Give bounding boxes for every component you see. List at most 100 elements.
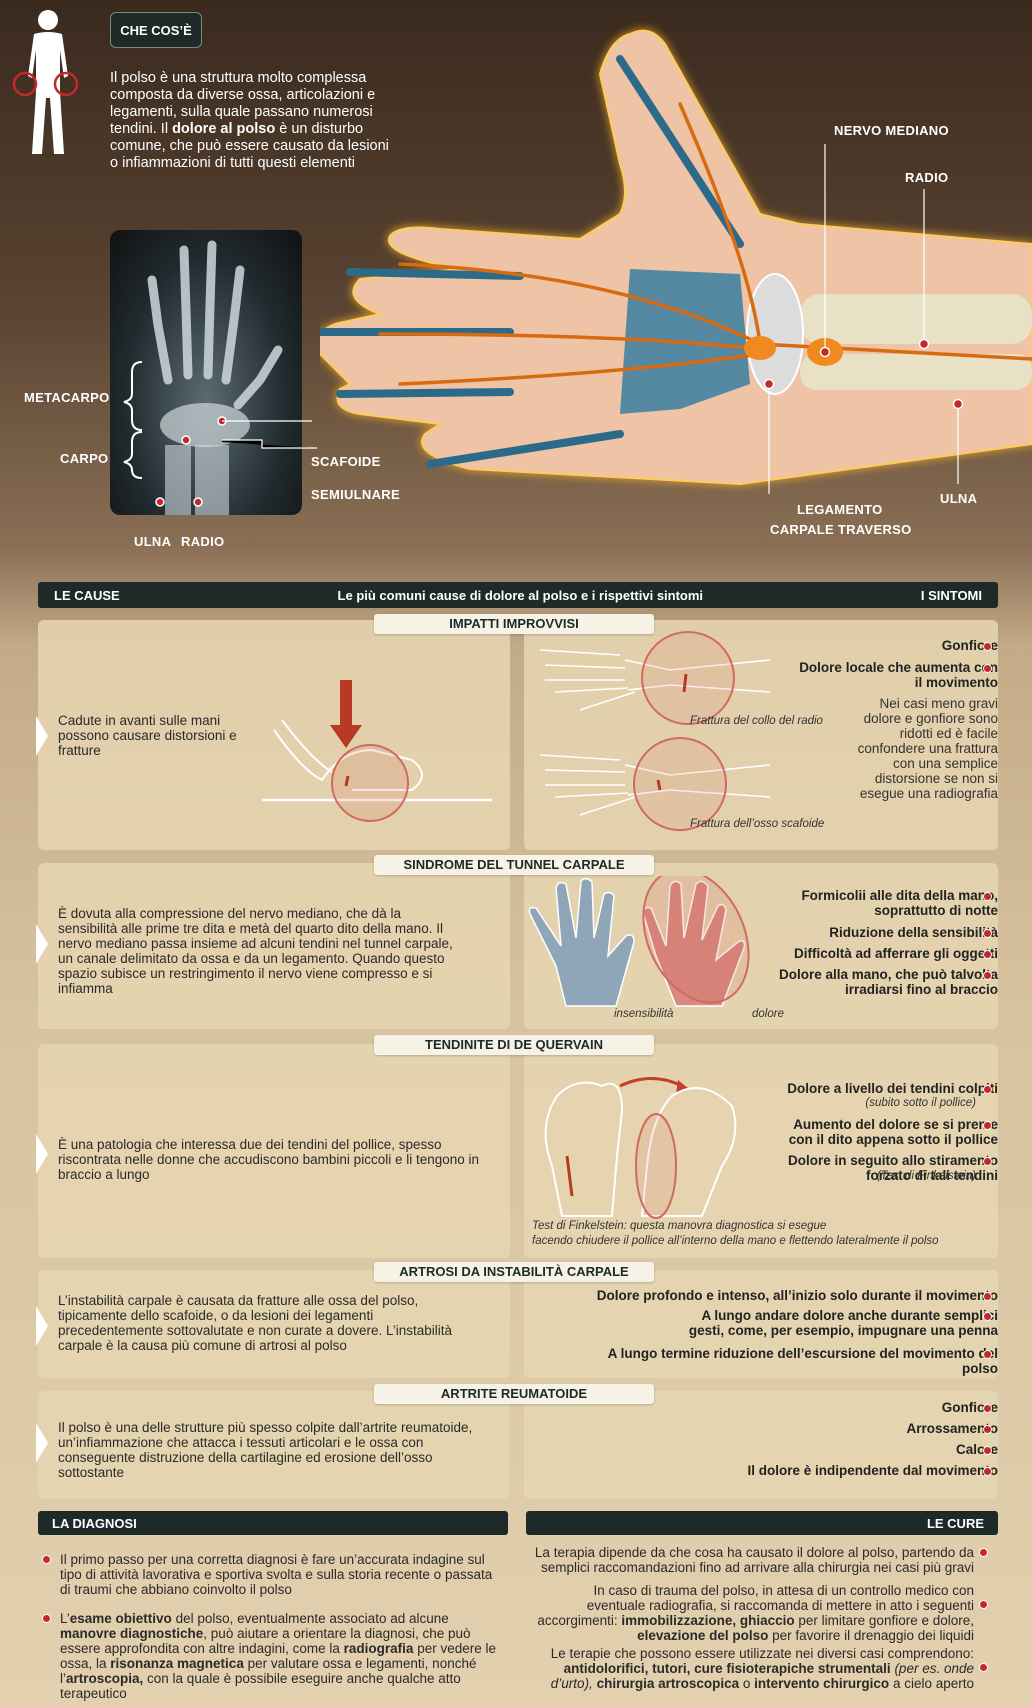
cause-panel-3 — [38, 1044, 510, 1258]
section-title-2: SINDROME DEL TUNNEL CARPALE — [374, 855, 654, 875]
diagnosi-paragraph-2: L’esame obiettivo del polso, eventualmen… — [60, 1611, 497, 1701]
section-title-3: TENDINITE DI DE QUERVAIN — [374, 1035, 654, 1055]
xray-leader-lines — [222, 420, 317, 449]
caption-finkelstein-2: facendo chiudere il pollice all’interno … — [532, 1235, 939, 1247]
bullet-icon — [983, 1121, 992, 1130]
bullet-icon — [979, 1663, 988, 1672]
symptom-panel-5 — [524, 1391, 998, 1499]
symptom-panel-3 — [524, 1044, 998, 1258]
cause-text-2: È dovuta alla compressione del nervo med… — [58, 906, 453, 996]
label-carpale-traverso: CARPALE TRAVERSO — [770, 522, 912, 537]
section-title-1: IMPATTI IMPROVVISI — [374, 614, 654, 634]
symptom-panel-4 — [524, 1270, 998, 1378]
caption-frattura-scafoide: Frattura dell’osso scafoide — [690, 818, 825, 830]
label-metacarpo: METACARPO — [24, 390, 110, 405]
cure-paragraph-1: La terapia dipende da che cosa ha causat… — [534, 1545, 974, 1575]
finkelstein-illustration — [544, 1077, 737, 1219]
symptom-3-3-sub: (Test di Finkelstein) — [876, 1170, 976, 1182]
hands-sensibility-illustration — [528, 876, 750, 1007]
symptom-5-1: Gonfiore — [941, 1400, 998, 1415]
symptom-2-4: Dolore alla mano, che può talvolta irrad… — [778, 967, 998, 997]
chevron-icon — [36, 1134, 48, 1174]
label-ulna-hand: ULNA — [940, 491, 978, 506]
bullet-icon — [983, 1404, 992, 1413]
cause-text-5: Il polso è una delle strutture più spess… — [58, 1420, 473, 1480]
bullet-icon — [983, 1467, 992, 1476]
label-radio-hand: RADIO — [905, 170, 949, 185]
bullet-icon — [983, 664, 992, 673]
label-ulna-xray: ULNA — [134, 534, 172, 549]
label-scafoide: SCAFOIDE — [311, 454, 381, 469]
symptom-2-2: Riduzione della sensibilità — [829, 925, 998, 940]
bullet-icon — [983, 1292, 992, 1301]
label-semiulnare: SEMIULNARE — [311, 487, 400, 502]
symptom-5-4: Il dolore è indipendente dal movimento — [747, 1463, 998, 1478]
symptom-3-3: Dolore in seguito allo stiramento forzat… — [787, 1153, 998, 1183]
label-carpo: CARPO — [60, 451, 109, 466]
cause-text-1: Cadute in avanti sulle mani possono caus… — [58, 713, 237, 758]
chevron-icon — [36, 924, 48, 964]
human-body-icon — [8, 6, 88, 156]
caption-dolore: dolore — [752, 1008, 784, 1020]
brace-icon — [123, 361, 143, 479]
label-radio-xray: RADIO — [181, 534, 225, 549]
bullet-icon — [983, 929, 992, 938]
bullet-icon — [983, 1312, 992, 1321]
symptom-3-2: Aumento del dolore se si preme con il di… — [788, 1117, 998, 1147]
bullet-icon — [983, 1446, 992, 1455]
intro-text: Il polso è una struttura molto complessa… — [110, 70, 389, 171]
bullet-icon — [979, 1600, 988, 1609]
bullet-icon — [983, 642, 992, 651]
label-nervo-mediano: NERVO MEDIANO — [834, 123, 949, 138]
symptom-panel-1 — [524, 620, 998, 850]
bullet-icon — [983, 1085, 992, 1094]
cure-header: LE CURE — [526, 1511, 998, 1535]
symptom-4-1: Dolore profondo e intenso, all’inizio so… — [596, 1288, 998, 1303]
bullet-icon — [983, 950, 992, 959]
bar-label-sintomi: I SINTOMI — [920, 587, 982, 603]
symptom-2-3: Difficoltà ad afferrare gli oggetti — [793, 946, 998, 961]
bullet-icon — [979, 1548, 988, 1557]
fall-illustration — [262, 680, 492, 822]
diagnosi-title: LA DIAGNOSI — [52, 1515, 137, 1531]
cause-panel-5 — [38, 1391, 510, 1499]
symptom-5-2: Arrossamento — [906, 1421, 998, 1436]
caption-finkelstein-1: Test di Finkelstein: questa manovra diag… — [532, 1220, 827, 1232]
causes-header-bar: LE CAUSE Le più comuni cause di dolore a… — [38, 582, 998, 608]
cure-paragraph-2: In caso di trauma del polso, in attesa d… — [537, 1583, 974, 1643]
symptom-5-3: Calore — [955, 1442, 998, 1457]
symptom-4-2: A lungo andare dolore anche durante semp… — [688, 1308, 998, 1338]
bar-label-middle: Le più comuni cause di dolore al polso e… — [337, 587, 704, 603]
bullet-icon — [983, 892, 992, 901]
cure-paragraph-3: Le terapie che possono essere utilizzate… — [550, 1646, 974, 1691]
fracture-illustration — [540, 631, 771, 831]
hand-anatomy-illustration — [311, 14, 1032, 514]
xray-image — [110, 230, 302, 515]
symptom-1-note: Nei casi meno gravi dolore e gonfiore so… — [857, 696, 998, 801]
chevron-icon — [36, 716, 48, 756]
cause-panel-4 — [38, 1270, 510, 1378]
section-title-5: ARTRITE REUMATOIDE — [374, 1384, 654, 1404]
bullet-icon — [983, 971, 992, 980]
diagnosi-header: LA DIAGNOSI — [38, 1511, 508, 1535]
caption-frattura-radio: Frattura del collo del radio — [690, 715, 823, 727]
bullet-icon — [42, 1614, 51, 1623]
cause-text-4: L’instabilità carpale è causata da fratt… — [58, 1293, 453, 1353]
bullet-icon — [983, 1157, 992, 1166]
cause-panel-2 — [38, 863, 510, 1029]
cause-text-3: È una patologia che interessa due dei te… — [58, 1137, 480, 1182]
chevron-icon — [36, 1306, 48, 1346]
diagnosi-paragraph-1: Il primo passo per una corretta diagnosi… — [60, 1552, 493, 1597]
label-legamento: LEGAMENTO — [797, 502, 883, 517]
section-title-4: ARTROSI DA INSTABILITÀ CARPALE — [374, 1262, 654, 1282]
cure-title: LE CURE — [926, 1515, 984, 1531]
bullet-icon — [42, 1555, 51, 1564]
symptom-4-3: A lungo termine riduzione dell’escursion… — [607, 1346, 998, 1376]
symptom-1-1: Gonfiore — [941, 638, 998, 653]
symptom-3-1: Dolore a livello dei tendini colpiti — [787, 1081, 998, 1096]
section-tag-che-cose: CHE COS’È — [110, 12, 202, 48]
bar-label-cause: LE CAUSE — [54, 587, 120, 603]
symptom-2-1: Formicolii alle dita della mano, sopratt… — [801, 888, 998, 918]
symptom-1-2: Dolore locale che aumenta con il movimen… — [799, 660, 998, 690]
caption-insensibilita: insensibilità — [614, 1008, 674, 1020]
